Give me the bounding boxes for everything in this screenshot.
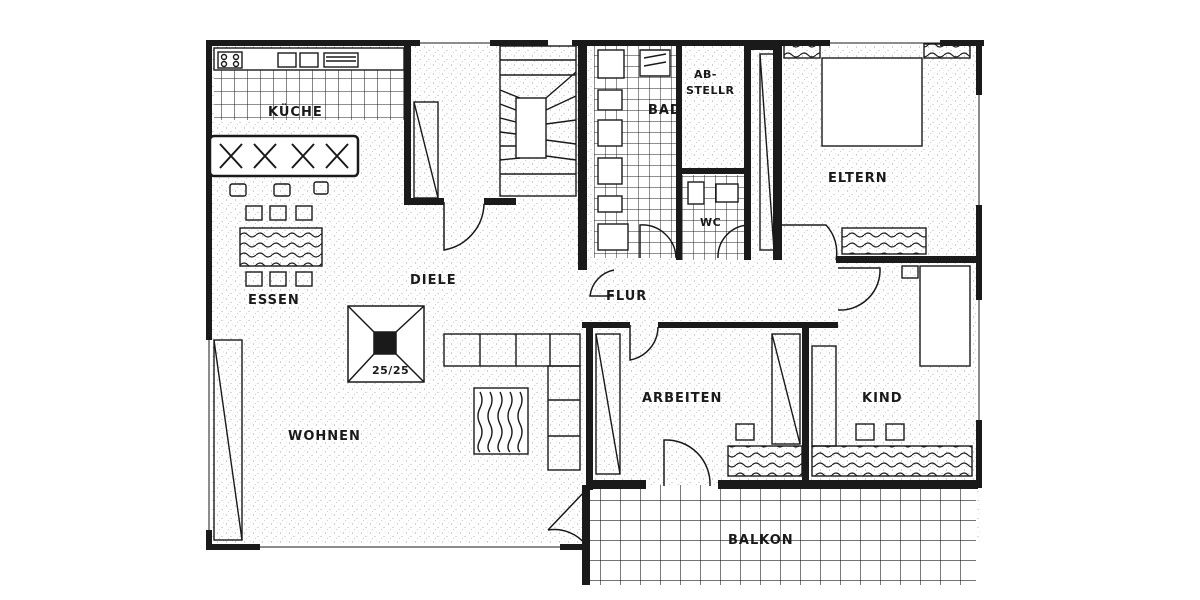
label-eltern: ELTERN (828, 171, 888, 186)
label-balkon: BALKON (728, 533, 794, 548)
label-flur: FLUR (606, 289, 647, 304)
label-kind: KIND (862, 391, 903, 406)
label-essen: ESSEN (248, 293, 300, 308)
label-wc: WC (700, 216, 721, 229)
bath-fixtures (597, 49, 739, 251)
stove-icon (217, 51, 243, 69)
kitchen-tiles (214, 68, 404, 120)
label-wohnen: WOHNEN (288, 429, 361, 444)
office-furniture (727, 423, 803, 477)
bath-tiles (594, 46, 676, 258)
kid-furniture (811, 265, 973, 477)
kitchen-counter (208, 47, 405, 197)
label-abstellraum-2: STELLR (686, 84, 734, 97)
chimney (347, 305, 425, 383)
balkon-tiles (590, 485, 976, 585)
label-abstellraum-1: AB- (694, 68, 717, 81)
label-kueche: KÜCHE (268, 104, 323, 120)
label-diele: DIELE (410, 273, 457, 288)
label-chimney: 25/25 (372, 364, 409, 377)
doors (443, 202, 881, 546)
double-bed (783, 43, 971, 255)
staircase (499, 45, 577, 197)
window-lines (208, 42, 980, 548)
room-labels: KÜCHE ESSEN DIELE WOHNEN FLUR BAD AB- ST… (248, 68, 903, 548)
sofa (443, 333, 581, 471)
dining-table (239, 205, 323, 287)
label-arbeiten: ARBEITEN (642, 391, 722, 406)
wardrobes (213, 53, 801, 541)
label-bad: BAD (648, 103, 682, 118)
